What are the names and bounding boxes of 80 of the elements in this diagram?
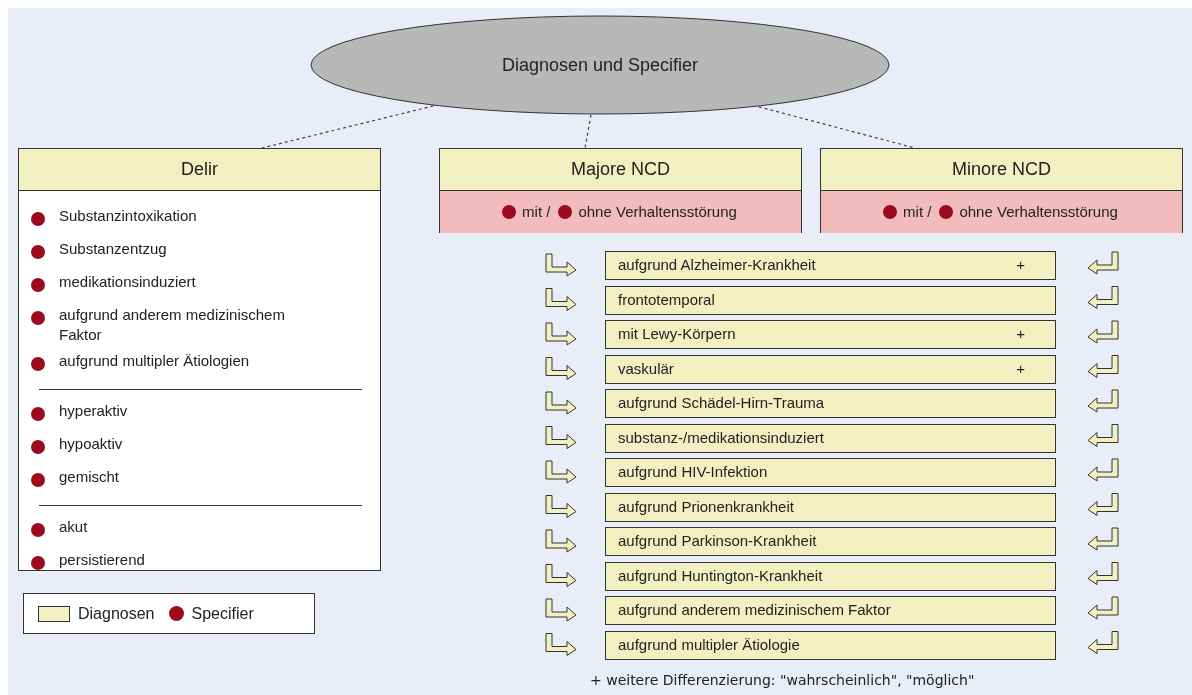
specifier-text: aufgrund multipler Ätiologien xyxy=(59,351,251,371)
diagnosis-text: aufgrund Huntington-Krankheit xyxy=(618,565,823,586)
block-arrow xyxy=(1087,596,1119,620)
specifier-text: hypoaktiv xyxy=(59,434,124,454)
specifier-band xyxy=(821,190,1182,233)
block-arrow xyxy=(545,322,577,346)
block-arrow xyxy=(1087,493,1119,516)
category-panel xyxy=(18,148,381,571)
diagnosis-text: substanz-/medikationsinduziert xyxy=(618,427,824,448)
footnote-mark: + xyxy=(1016,324,1025,345)
block-arrow xyxy=(545,529,577,553)
block-arrow xyxy=(1087,631,1119,654)
diagnosis-text: mit Lewy-Körpern xyxy=(618,324,736,345)
block-arrow xyxy=(545,357,577,380)
diagnosis-box xyxy=(605,251,1056,280)
legend-text: Diagnosen xyxy=(78,603,155,624)
diagnosis-box xyxy=(605,561,1056,591)
footnote-mark: + xyxy=(1016,255,1025,276)
block-arrow xyxy=(1087,389,1119,413)
diagnosis-box xyxy=(605,596,1056,625)
block-arrow xyxy=(1087,527,1119,551)
diagnosis-text: aufgrund Parkinson-Krankheit xyxy=(618,531,817,552)
specifier-text: ohne Verhaltensstörung xyxy=(578,201,737,222)
specifier-text: Substanzentzug xyxy=(59,239,168,259)
block-arrow xyxy=(545,426,577,449)
specifier-text: aufgrund anderem medizinischem Faktor xyxy=(59,305,286,345)
specifier-text: mit / xyxy=(522,201,551,222)
diagnosis-text: frontotemporal xyxy=(618,289,715,310)
category-panel xyxy=(820,148,1183,233)
block-arrow xyxy=(545,288,577,311)
specifier-band xyxy=(440,190,801,233)
block-arrow xyxy=(1087,320,1119,344)
specifier-text: persistierend xyxy=(59,550,146,570)
diagnosis-text: aufgrund Prionenkrankheit xyxy=(618,496,794,517)
diagnosis-box xyxy=(605,458,1056,487)
specifier-text: mit / xyxy=(903,201,932,222)
block-arrow xyxy=(545,598,577,622)
footnote-text: + weitere Differenzierung: "wahrscheinlich", "möglich" xyxy=(590,671,975,690)
diagnosis-box xyxy=(605,527,1056,556)
block-arrow xyxy=(1087,424,1119,447)
block-arrow xyxy=(1087,562,1119,585)
diagnosis-box xyxy=(605,354,1056,384)
diagnosis-box xyxy=(605,320,1056,349)
footnote-mark: + xyxy=(1016,358,1025,379)
specifier-text: hyperaktiv xyxy=(59,401,129,421)
header-text: Minore NCD xyxy=(952,158,1051,181)
block-arrow xyxy=(545,495,577,518)
specifier-text: gemischt xyxy=(59,467,121,487)
diagnosis-text: aufgrund anderem medizinischem Faktor xyxy=(618,600,891,621)
block-arrow xyxy=(545,564,577,587)
heading-text: Diagnosen und Specifier xyxy=(501,53,699,77)
block-arrow xyxy=(1087,251,1119,275)
block-arrow xyxy=(545,460,577,484)
legend-text: Specifier xyxy=(191,603,254,624)
block-arrow xyxy=(545,633,577,656)
specifier-text: akut xyxy=(59,517,89,537)
diagnosis-text: aufgrund Schädel-Hirn-Trauma xyxy=(618,393,825,414)
diagnosis-box xyxy=(605,630,1056,660)
block-arrow xyxy=(545,391,577,415)
specifier-text: medikationsinduziert xyxy=(59,272,197,292)
specifier-text: ohne Verhaltensstörung xyxy=(959,201,1118,222)
diagnosis-text: vaskulär xyxy=(618,358,674,379)
diagnosis-text: aufgrund multipler Ätiologie xyxy=(618,634,800,655)
root-ellipse xyxy=(310,15,890,115)
diagnosis-box xyxy=(605,492,1056,522)
diagnosis-box xyxy=(605,389,1056,418)
block-arrow xyxy=(1087,286,1119,309)
category-panel xyxy=(439,148,802,233)
diagnosis-box xyxy=(605,285,1056,315)
diagnosis-text: aufgrund HIV-Infektion xyxy=(618,462,768,483)
diagnosis-box xyxy=(605,423,1056,453)
specifier-text: Substanzintoxikation xyxy=(59,206,198,226)
block-arrow xyxy=(1087,355,1119,378)
connector-line xyxy=(584,114,592,149)
connector-line xyxy=(261,105,434,149)
block-arrow xyxy=(545,253,577,277)
block-arrow xyxy=(1087,458,1119,482)
header-text: Majore NCD xyxy=(571,158,670,181)
diagnosis-text: aufgrund Alzheimer-Krankheit xyxy=(618,255,816,276)
header-text: Delir xyxy=(181,158,218,181)
